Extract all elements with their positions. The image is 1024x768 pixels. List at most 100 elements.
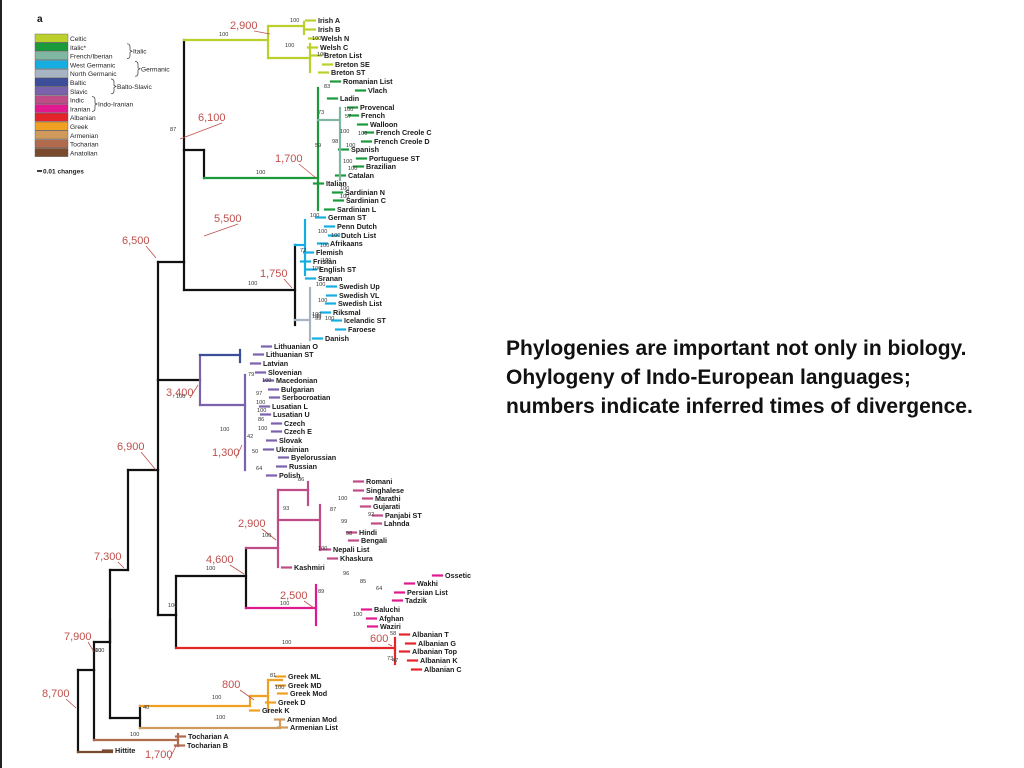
support-value: 100 (248, 281, 257, 287)
support-value: 100 (322, 258, 331, 264)
taxon-label: Danish (325, 334, 349, 343)
taxon-label: French (361, 111, 385, 120)
support-value: 83 (324, 84, 330, 90)
taxon-label: Russian (289, 462, 317, 471)
taxon-label: Irish B (318, 25, 340, 34)
divergence-time: 800 (222, 679, 240, 691)
support-value: 100 (168, 603, 177, 609)
taxon-label: Gujarati (373, 502, 400, 511)
taxon-label: Macedonian (276, 376, 318, 385)
legend-brace (110, 78, 117, 95)
support-value: 100 (262, 378, 271, 384)
legend-label: Baltic (70, 80, 87, 87)
support-value: 85 (360, 579, 366, 585)
divergence-time: 1,700 (275, 153, 303, 165)
taxon-label: Breton ST (331, 68, 366, 77)
divergence-time: 3,400 (166, 387, 194, 399)
divergence-time: 4,600 (206, 554, 234, 566)
taxon-label: Panjabi ST (385, 511, 422, 520)
support-value: 64 (256, 466, 262, 472)
support-value: 100 (216, 715, 225, 721)
support-value: 100 (340, 186, 349, 192)
tree-branches (76, 19, 444, 754)
support-value: 100 (275, 685, 284, 691)
time-pointer (387, 643, 393, 647)
time-pointer (229, 564, 245, 575)
support-value: 100 (206, 566, 215, 572)
support-value: 100 (343, 159, 352, 165)
support-value: 100 (318, 229, 327, 235)
taxon-label: Breton SE (335, 60, 370, 69)
taxon-label: Hittite (115, 746, 135, 755)
taxon-label: Lithuanian O (274, 342, 318, 351)
support-value: 100 (312, 266, 321, 272)
support-value: 86 (298, 477, 304, 483)
taxon-label: Albanian T (412, 630, 449, 639)
legend-swatch (34, 68, 69, 78)
taxon-label: Afghan (379, 614, 404, 623)
taxon-label: Greek MD (288, 681, 322, 690)
support-value: 99 (341, 519, 347, 525)
legend-label: Tocharian (70, 142, 99, 149)
taxon-label: Vlach (368, 86, 387, 95)
taxon-label: Persian List (407, 588, 448, 597)
taxon-label: Lithuanian ST (266, 350, 314, 359)
taxon-label: Swedish Up (339, 282, 380, 291)
legend-brace (126, 43, 133, 59)
taxon-label: Afrikaans (330, 239, 363, 248)
legend-brace (134, 61, 141, 77)
taxon-label: Romanian List (343, 77, 393, 86)
taxon-label: Sranan (318, 274, 342, 283)
support-value: 100 (318, 298, 327, 304)
support-value: 50 (252, 449, 258, 455)
support-value: 64 (376, 586, 382, 592)
legend-brace (91, 96, 98, 112)
support-value: 97 (256, 391, 262, 397)
scale-bar-label: 0.01 changes (43, 169, 84, 176)
taxon-label: Tocharian A (188, 732, 229, 741)
divergence-time: 8,700 (42, 688, 70, 700)
divergence-time: 2,900 (230, 20, 258, 32)
legend-swatch (34, 77, 69, 87)
legend-swatch (34, 112, 69, 122)
legend-swatch (34, 95, 69, 104)
taxon-label: Khaskura (340, 554, 374, 563)
taxon-label: Penn Dutch (337, 222, 377, 231)
time-pointer (145, 245, 157, 259)
taxon-label: Sardinian C (346, 196, 386, 205)
support-value: 100 (256, 170, 265, 176)
taxon-label: Welsh N (321, 34, 349, 43)
support-value: 93 (283, 506, 289, 512)
support-value: 57 (345, 114, 351, 120)
support-value: 100 (320, 243, 329, 249)
divergence-time: 600 (370, 633, 388, 645)
slide-left-edge (0, 0, 2, 768)
taxon-label: Wakhi (417, 579, 438, 588)
taxon-label: Baluchi (374, 605, 400, 614)
time-pointer (235, 444, 243, 459)
divergence-time: 7,900 (64, 631, 92, 643)
support-value: 100 (316, 282, 325, 288)
taxon-label: Albanian Top (412, 647, 458, 656)
support-value: 92 (368, 512, 374, 518)
taxon-label: German ST (328, 213, 367, 222)
taxon-label: Welsh C (320, 43, 348, 52)
divergence-time: 6,900 (117, 441, 145, 453)
legend-group-label: Balto-Slavic (117, 84, 153, 91)
support-value: 96 (343, 571, 349, 577)
taxon-label: Faroese (348, 325, 376, 334)
support-value: 100 (317, 52, 326, 58)
taxon-label: French Creole C (376, 128, 432, 137)
support-value: 72 (300, 248, 306, 254)
support-value: 100 (312, 312, 321, 318)
taxon-label: Latvian (263, 359, 288, 368)
support-value: 40 (143, 705, 149, 711)
support-value: 100 (338, 496, 347, 502)
taxon-label: Marathi (375, 494, 401, 503)
legend-swatch (34, 121, 69, 131)
taxon-label: Romani (366, 477, 392, 486)
legend-label: Slavic (70, 89, 88, 96)
support-value: 58 (390, 631, 396, 637)
